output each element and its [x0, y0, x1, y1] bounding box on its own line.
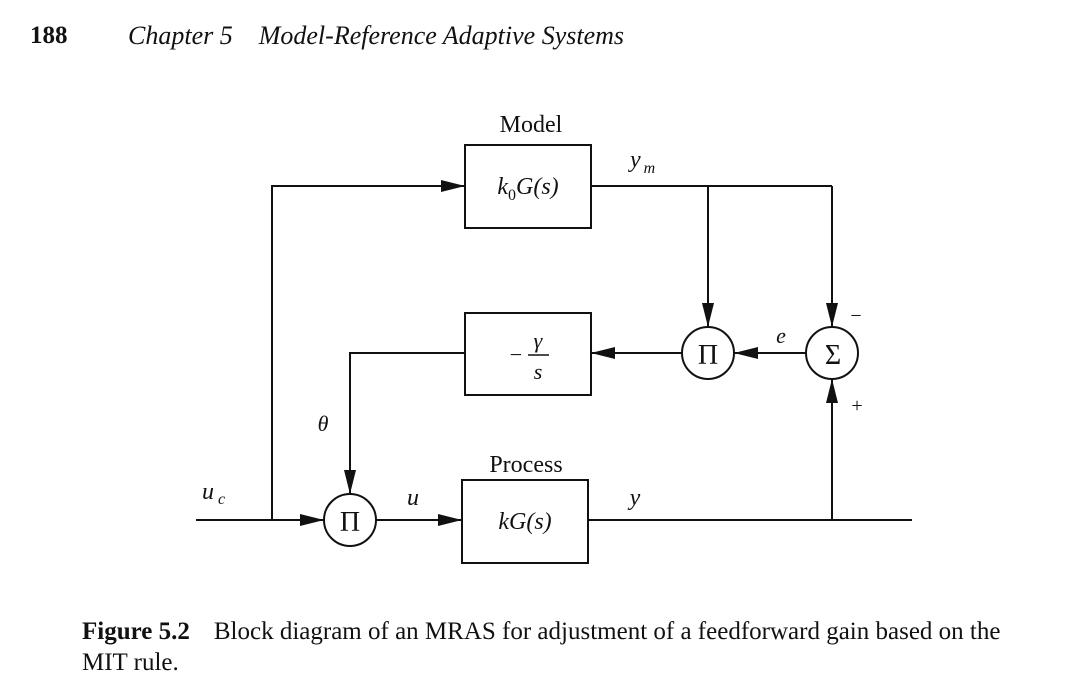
sum-symbol: Σ	[825, 340, 841, 371]
model-gain-subscript: 0	[508, 187, 516, 204]
uc-symbol: u	[202, 479, 214, 505]
integrator-numerator: γ	[534, 328, 544, 353]
ym-subscript: m	[644, 160, 656, 177]
sum-plus-sign: +	[851, 395, 862, 417]
signal-e-label: e	[776, 323, 786, 348]
integrator-minus-sign: −	[510, 342, 522, 367]
sum-minus-sign: −	[850, 305, 861, 327]
signal-theta-label: θ	[318, 411, 329, 436]
chapter-number: Chapter 5	[128, 21, 233, 50]
theta-line	[344, 352, 465, 494]
model-transfer-function: k0G(s)	[497, 174, 558, 204]
figure-label: Figure 5.2	[82, 618, 190, 645]
process-block	[461, 479, 589, 564]
uc-subscript: c	[218, 491, 225, 508]
running-header: 188 Chapter 5 Model-Reference Adaptive Sy…	[30, 18, 624, 54]
process-title: Process	[489, 452, 562, 478]
uc-to-model-line	[271, 180, 465, 520]
chapter-title: Model-Reference Adaptive Systems	[258, 21, 625, 50]
model-gain-symbol: k	[497, 174, 508, 200]
signal-y-label: y	[628, 485, 641, 511]
integrator-denominator: s	[534, 359, 543, 384]
ym-symbol: y	[628, 147, 641, 173]
integrator-block	[464, 312, 592, 396]
gain-multiplier-symbol: Π	[340, 507, 360, 538]
page-number: 188	[30, 22, 68, 49]
process-transfer-function: kG(s)	[498, 509, 551, 535]
error-multiplier-symbol: Π	[698, 340, 718, 371]
model-tf-rest: G(s)	[516, 174, 559, 200]
running-head: Chapter 5 Model-Reference Adaptive System…	[128, 21, 624, 51]
signal-u-label: u	[407, 485, 419, 511]
caption-text: Block diagram of an MRAS for adjustment …	[82, 618, 1001, 676]
model-title: Model	[500, 112, 563, 138]
